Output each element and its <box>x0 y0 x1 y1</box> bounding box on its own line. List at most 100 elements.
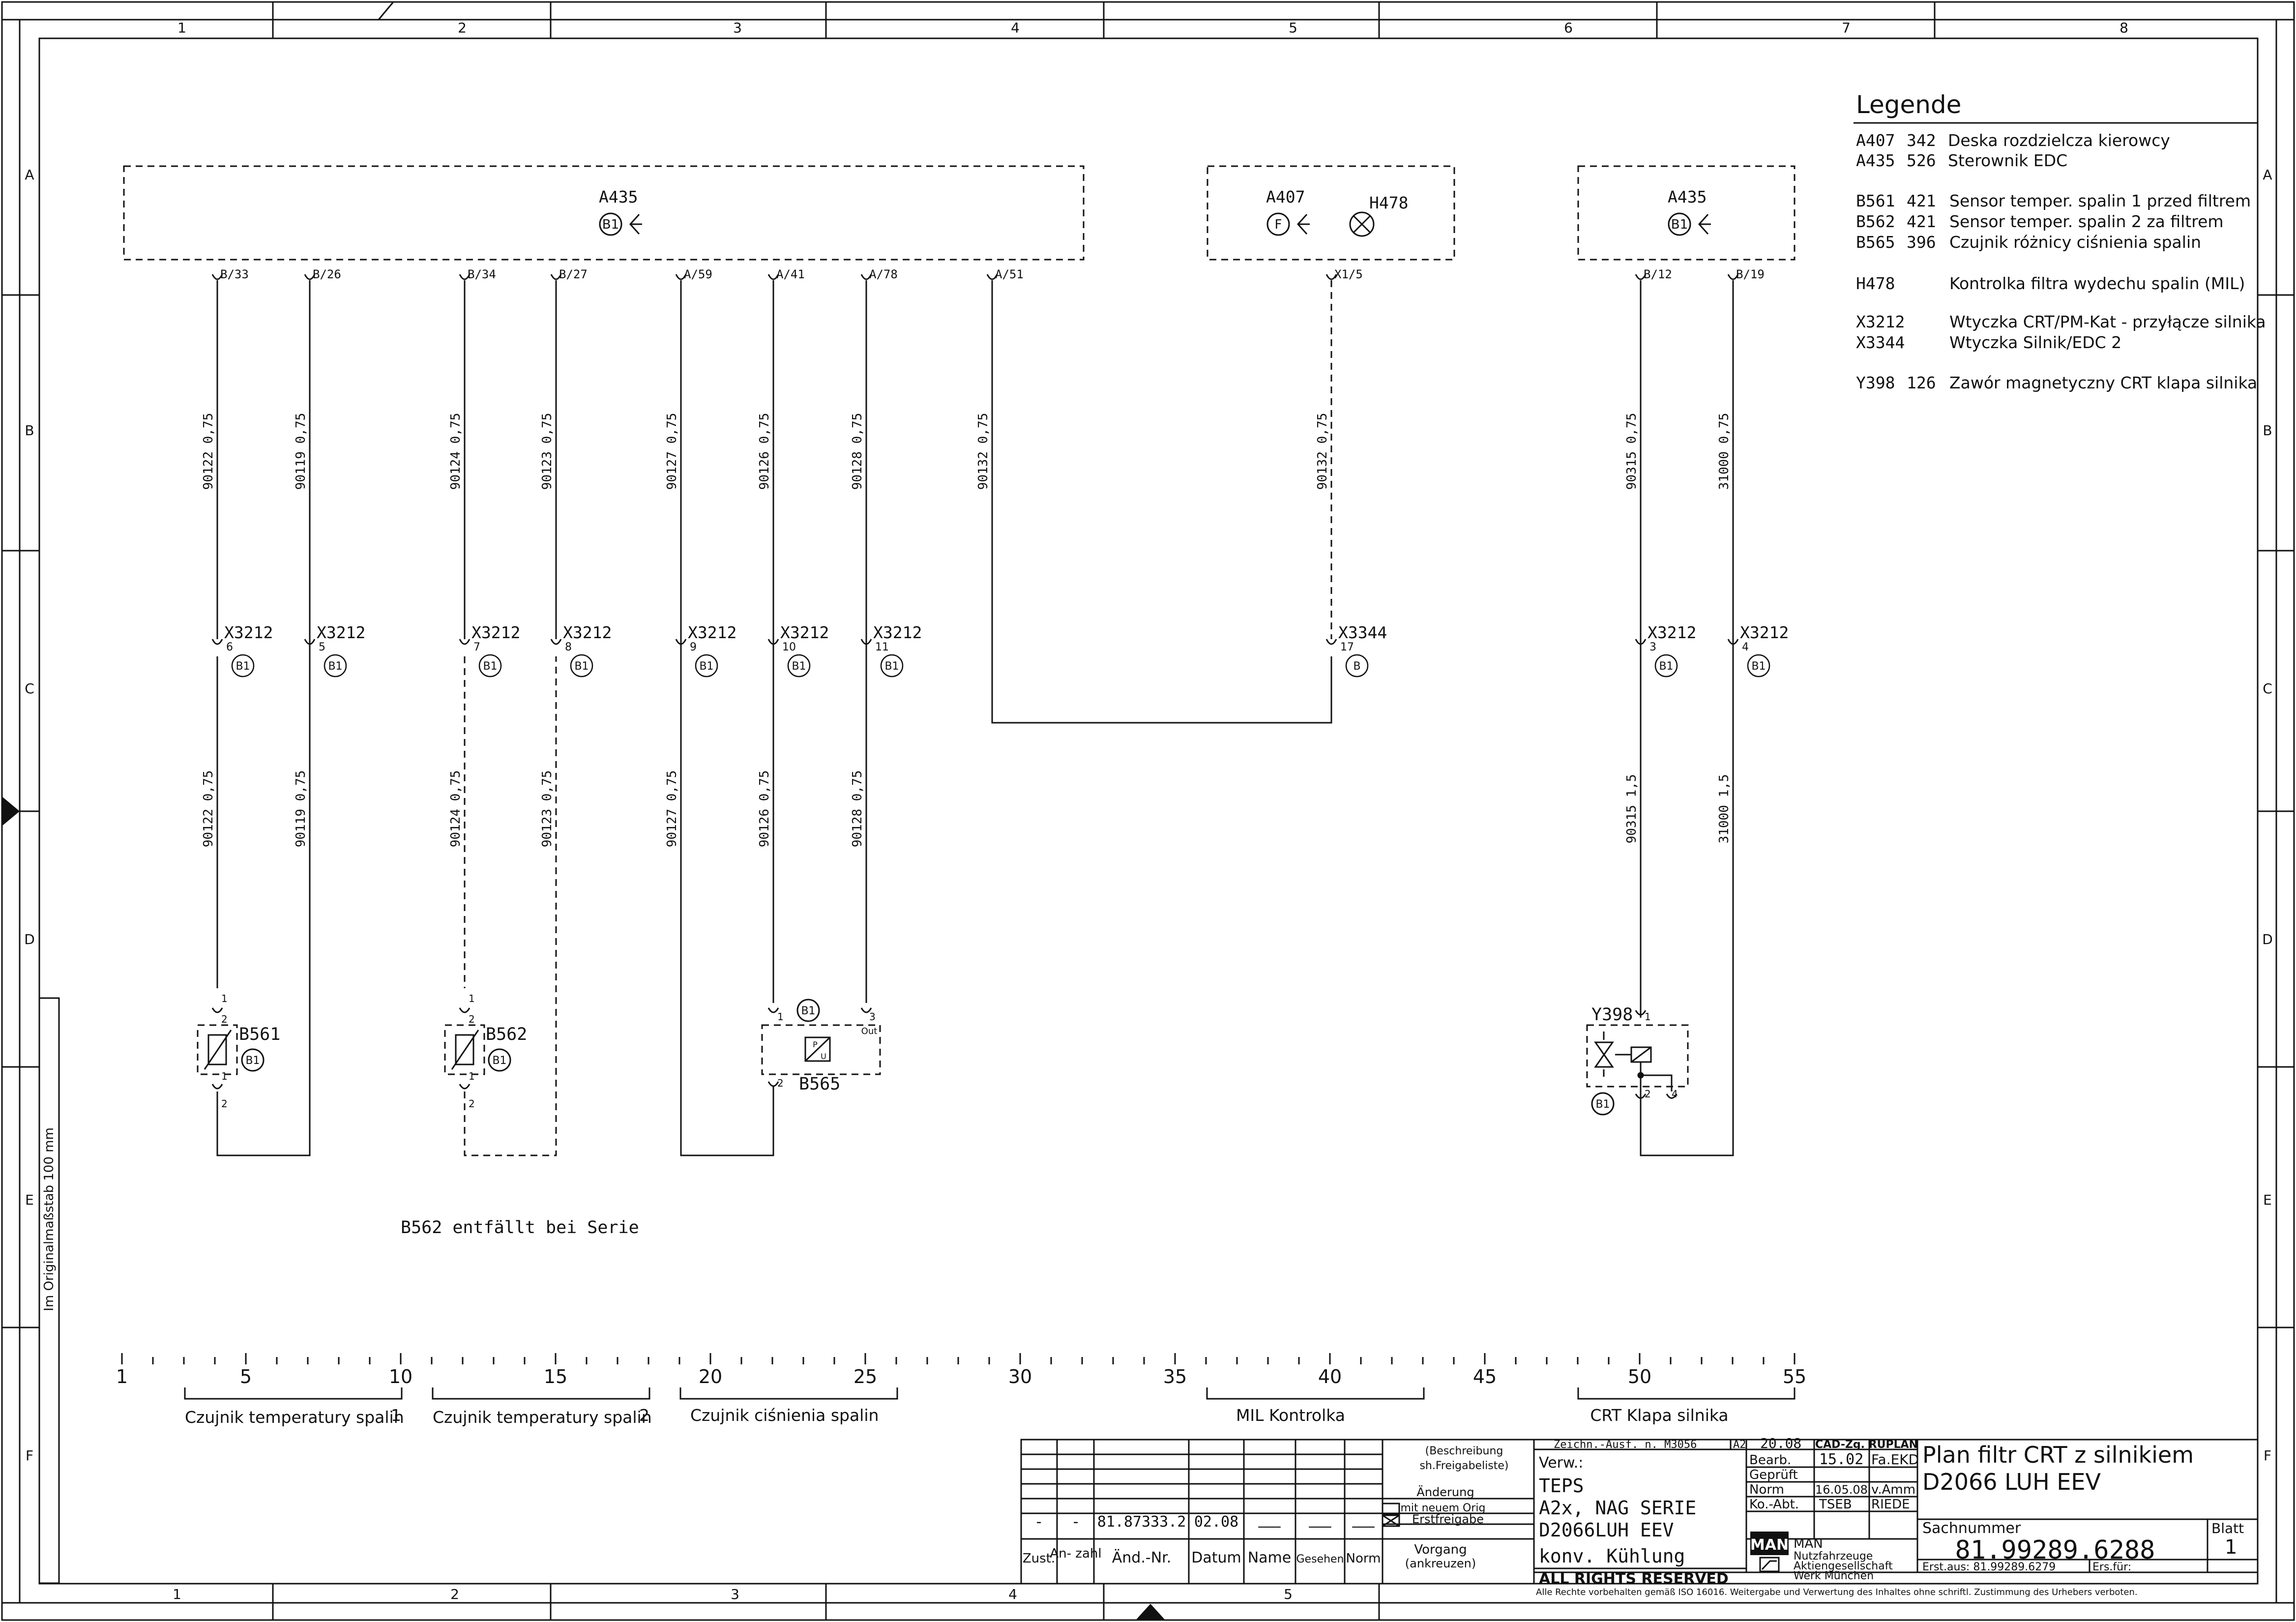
wire-number: 90132 0,75 <box>976 413 991 490</box>
pin-number: 2 <box>221 1098 228 1110</box>
legend-code: B565 <box>1856 233 1895 252</box>
tag-b1: B1 <box>1751 660 1766 673</box>
ruler-group-label: Czujnik temperatury spalin <box>433 1408 652 1427</box>
connector-pin: 8 <box>565 641 572 653</box>
pin-label: A/59 <box>684 267 712 281</box>
drawing-title: Plan filtr CRT z silnikiem <box>1922 1442 2194 1468</box>
f-tag: F <box>1275 217 1282 232</box>
change-anzahl: - <box>1073 1513 1079 1531</box>
verw: Verw.: <box>1539 1454 1583 1472</box>
ruler-label: 15 <box>544 1366 567 1387</box>
ko-date: TSEB <box>1819 1497 1852 1512</box>
connector-label: X3212 <box>873 623 922 642</box>
a435-right-box <box>1577 165 1796 261</box>
pin-label: B/26 <box>313 267 341 281</box>
connector-pin: 4 <box>1742 641 1749 653</box>
sach-number: 81.99289.6288 <box>1955 1535 2155 1565</box>
h478-label: H478 <box>1369 193 1408 212</box>
b565-label: B565 <box>799 1074 840 1094</box>
col-label: 7 <box>1842 20 1851 36</box>
row-label: D <box>24 931 35 947</box>
legend-num: 421 <box>1907 212 1936 231</box>
ruler-group-label: Czujnik temperatury spalin <box>185 1408 404 1427</box>
company-line: Nutzfahrzeuge <box>1794 1550 1873 1563</box>
col-label: 1 <box>177 20 186 36</box>
wire-number: 90132 0,75 <box>1315 413 1330 490</box>
wire-number: 90127 0,75 <box>665 413 679 490</box>
connector-pin: 3 <box>1649 641 1656 653</box>
wire-number: 90119 0,75 <box>294 413 308 490</box>
change-table <box>1020 1439 2259 1585</box>
pin-label: B/33 <box>220 267 249 281</box>
inner-frame <box>38 37 2259 1585</box>
bearb-label: Bearb. <box>1749 1453 1791 1468</box>
connector-pin: 7 <box>473 641 480 653</box>
pin-number: 2 <box>1645 1088 1651 1100</box>
norm-label: Norm <box>1749 1482 1784 1497</box>
pin-label: B/27 <box>559 267 588 281</box>
change-name: ___ <box>1258 1511 1281 1528</box>
b562-box <box>444 1024 485 1075</box>
wire-number: 90128 0,75 <box>850 770 865 848</box>
ruler-label: 1 <box>116 1366 128 1387</box>
iso-notice: Alle Rechte vorbehalten gemäß ISO 16016.… <box>1536 1587 2138 1597</box>
row-label: A <box>25 167 34 183</box>
tag-b1: B1 <box>884 660 899 673</box>
pin-number: 2 <box>469 1098 475 1110</box>
ruler-label: 20 <box>699 1366 722 1387</box>
header-aend: Änd.-Nr. <box>1112 1549 1172 1566</box>
connector-label: X3212 <box>471 623 520 642</box>
legend-text: Sterownik EDC <box>1948 151 2067 170</box>
tag-b1: B1 <box>1659 660 1673 673</box>
tag-b1: B1 <box>792 660 806 673</box>
y398-label: Y398 <box>1591 1005 1633 1025</box>
connector-label: X3212 <box>688 623 736 642</box>
pin-number: 2 <box>221 1013 228 1025</box>
ko-label: Ko.-Abt. <box>1749 1497 1799 1512</box>
header-datum: Datum <box>1191 1549 1241 1566</box>
b562-label: B562 <box>486 1025 527 1044</box>
a435-label: A435 <box>599 187 638 206</box>
connector-label: X3212 <box>1740 623 1789 642</box>
row-label: A <box>2263 167 2272 183</box>
a435-main-box <box>123 165 1085 261</box>
head-date: 20.08 <box>1760 1435 1801 1451</box>
col-label: 2 <box>450 1586 459 1602</box>
beschreibung: (Beschreibung <box>1425 1445 1503 1457</box>
lamp-icon <box>1349 211 1375 237</box>
zeichn: Zeichn.-Ausf. n. M3056 <box>1554 1439 1697 1451</box>
norm-name: v.Amm <box>1871 1482 1915 1497</box>
tag-b1: B1 <box>574 660 589 673</box>
b561-label: B561 <box>239 1025 280 1044</box>
legend-text: Zawór magnetyczny CRT klapa silnika <box>1949 373 2257 392</box>
b1-tag: B1 <box>1671 217 1688 232</box>
cad-label: CAD-Zg. RUPLAN <box>1815 1439 1918 1451</box>
row-label: B <box>2263 422 2272 439</box>
pin-label: B/19 <box>1736 267 1765 281</box>
project-line: TEPS <box>1539 1475 1584 1497</box>
scale-note: Im Originalmaßstab 100 mm <box>42 1127 57 1311</box>
legend-code: X3344 <box>1856 333 1905 352</box>
pin-number: 1 <box>221 1070 228 1082</box>
blatt-label: Blatt <box>2211 1520 2244 1536</box>
legend-text: Deska rozdzielcza kierowcy <box>1948 131 2170 150</box>
y398-valve-icon <box>1594 1032 1678 1099</box>
row-label: B <box>25 422 34 439</box>
tag-b1: B1 <box>483 660 497 673</box>
connector-pin: 6 <box>226 641 233 653</box>
change-nr: 81.87333.2 <box>1097 1513 1186 1531</box>
f-tag-icon <box>1266 212 1290 236</box>
col-label: 4 <box>1008 1586 1017 1602</box>
col-label: 4 <box>1011 20 1020 36</box>
project-line: D2066LUH EEV <box>1539 1519 1674 1541</box>
wire-number: 90126 0,75 <box>757 413 772 490</box>
pin-label: A/78 <box>869 267 898 281</box>
legend-code: A407 <box>1856 131 1895 150</box>
ruler-label: 45 <box>1473 1366 1497 1387</box>
row-label: D <box>2262 931 2273 947</box>
aenderung: Änderung <box>1416 1485 1474 1499</box>
ankreuzen: (ankreuzen) <box>1405 1557 1476 1570</box>
row-label: C <box>25 680 34 697</box>
legend-code: H478 <box>1856 274 1895 293</box>
change-zust: - <box>1036 1513 1042 1531</box>
